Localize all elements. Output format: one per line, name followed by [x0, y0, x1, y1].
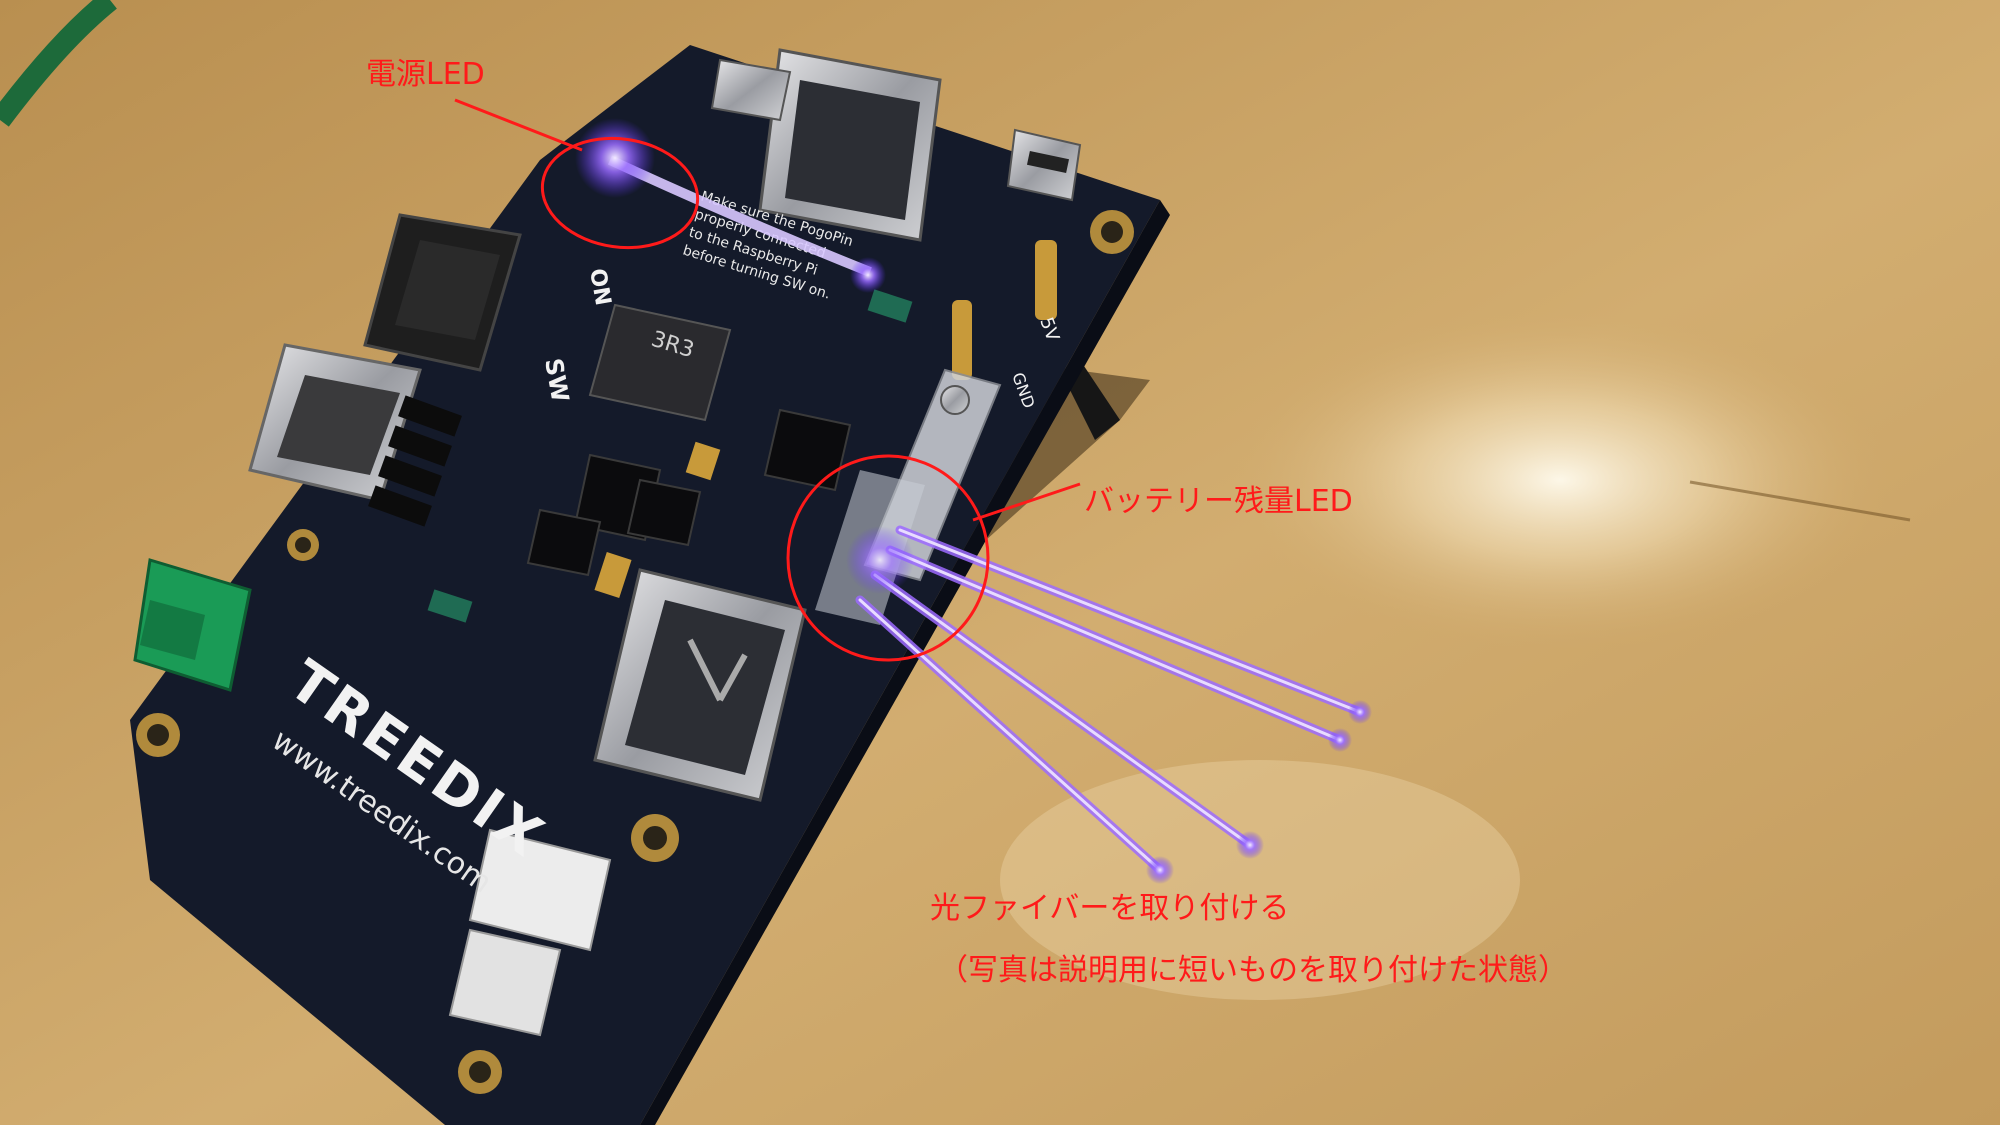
chips [526, 408, 852, 577]
desk-scratch [1689, 480, 1911, 522]
annotation-fiber: 光ファイバーを取り付ける [930, 891, 1290, 926]
annotation-marks [454, 98, 1081, 662]
light-glare-soft [1000, 760, 1520, 1000]
stand-leg [1065, 360, 1120, 440]
pin-header [368, 395, 462, 527]
power-led-fiber [575, 118, 886, 293]
annotation-fiber-note: （写真は説明用に短いものを取り付けた状態） [938, 953, 1568, 988]
green-cable [0, 0, 117, 127]
battery-led-circle [786, 454, 990, 662]
side-usb-port [248, 343, 422, 502]
annotation-battery-led: バッテリー残量LED [1084, 484, 1353, 519]
usb-a-port-bottom [593, 568, 807, 802]
fiber-tips [846, 526, 1372, 884]
light-glare [1230, 310, 1890, 650]
pcb-edge [640, 200, 1170, 1125]
resistors [427, 289, 913, 623]
white-connector [448, 828, 612, 1037]
mount-holes [136, 210, 1134, 1094]
annotation-power-led: 電源LED [366, 57, 485, 92]
battery-led-pointer [972, 482, 1081, 522]
slide-switch [363, 213, 522, 372]
usb-c-port [710, 58, 792, 122]
power-led-circle [540, 136, 700, 250]
pogo-pins [952, 240, 1057, 380]
battery-led-fibers [855, 525, 1365, 875]
inductor [588, 303, 732, 422]
power-led-pointer [454, 98, 583, 152]
usb-a-port-top [758, 48, 942, 242]
micro-usb-port [1006, 128, 1082, 202]
green-terminal [133, 558, 252, 692]
